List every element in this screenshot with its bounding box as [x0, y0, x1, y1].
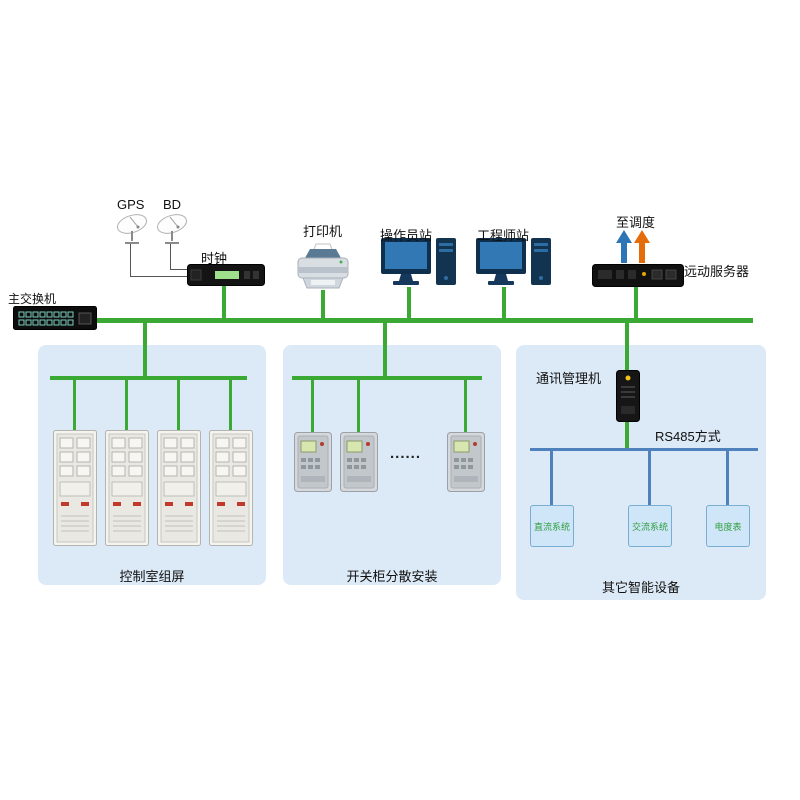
cabinet-icon [53, 430, 97, 546]
panel2-bus-link [383, 323, 387, 378]
cabinet4-drop [229, 380, 232, 432]
engineer-station-label: 工程师站 [477, 228, 530, 243]
panel-switchgear-label: 开关柜分散安装 [346, 569, 438, 584]
engineer-station-icon [476, 238, 551, 285]
main-switch-label: 主交换机 [8, 292, 57, 306]
bd-dish-icon [156, 214, 188, 244]
meter-drop [726, 451, 729, 506]
clock-label: 时钟 [201, 251, 228, 266]
cabinet-icon [209, 430, 253, 546]
to-dispatch-label: 至调度 [616, 215, 656, 230]
comm-manager-icon [616, 370, 640, 422]
bd-label: BD [163, 197, 182, 212]
panel3-bus-link [625, 323, 629, 372]
relay-ellipsis: ...... [390, 445, 422, 462]
energy-meter-label: 电度表 [714, 521, 742, 532]
gps-cable-v [130, 243, 131, 277]
remote-server-icon [592, 264, 684, 287]
protection-relay-icon [340, 432, 378, 492]
cabinet3-drop [177, 380, 180, 432]
dc-drop [550, 451, 553, 506]
gps-dish-icon [116, 214, 148, 244]
cabinet2-drop [125, 380, 128, 432]
dc-system-label: 直流系统 [533, 521, 570, 532]
remote-server-label: 远动服务器 [684, 264, 750, 279]
cabinet-icon [105, 430, 149, 546]
dispatch-arrows-icon [616, 230, 650, 263]
relay1-drop [311, 380, 314, 434]
operator-station-icon [381, 238, 456, 285]
rs485-label: RS485方式 [655, 429, 721, 444]
panel2-inner-bus [292, 376, 482, 380]
gps-label: GPS [117, 197, 145, 212]
protection-relay-icon [447, 432, 485, 492]
printer-bus-link [321, 290, 325, 318]
bd-cable-v [170, 243, 171, 270]
commmgr-rs485-link [625, 420, 629, 450]
operator-station-label: 操作员站 [380, 228, 433, 243]
server-bus-link [634, 286, 638, 318]
panel-other-devices [516, 345, 766, 600]
operator-bus-link [407, 287, 411, 318]
panel-control-room-label: 控制室组屏 [119, 569, 185, 584]
ac-drop [648, 451, 651, 506]
main-bus-line [15, 318, 753, 323]
bd-cable-h [170, 269, 188, 270]
engineer-bus-link [502, 287, 506, 318]
ac-system-label: 交流系统 [631, 521, 668, 532]
cabinet-icon [157, 430, 201, 546]
protection-relay-icon [294, 432, 332, 492]
relay2-drop [357, 380, 360, 434]
energy-meter-box: 电度表 [706, 505, 750, 547]
dc-system-box: 直流系统 [530, 505, 574, 547]
ac-system-box: 交流系统 [628, 505, 672, 547]
printer-label: 打印机 [303, 224, 343, 239]
panel1-bus-link [143, 323, 147, 378]
main-switch-icon [13, 306, 97, 330]
relay3-drop [464, 380, 467, 434]
cabinet1-drop [73, 380, 76, 432]
rs485-bus [530, 448, 758, 451]
clock-device-icon [187, 264, 265, 286]
panel1-inner-bus [50, 376, 247, 380]
panel-other-devices-label: 其它智能设备 [601, 580, 680, 595]
comm-manager-label: 通讯管理机 [536, 371, 602, 386]
printer-icon [297, 243, 349, 289]
clock-bus-link [222, 284, 226, 318]
gps-cable-h [130, 276, 188, 277]
